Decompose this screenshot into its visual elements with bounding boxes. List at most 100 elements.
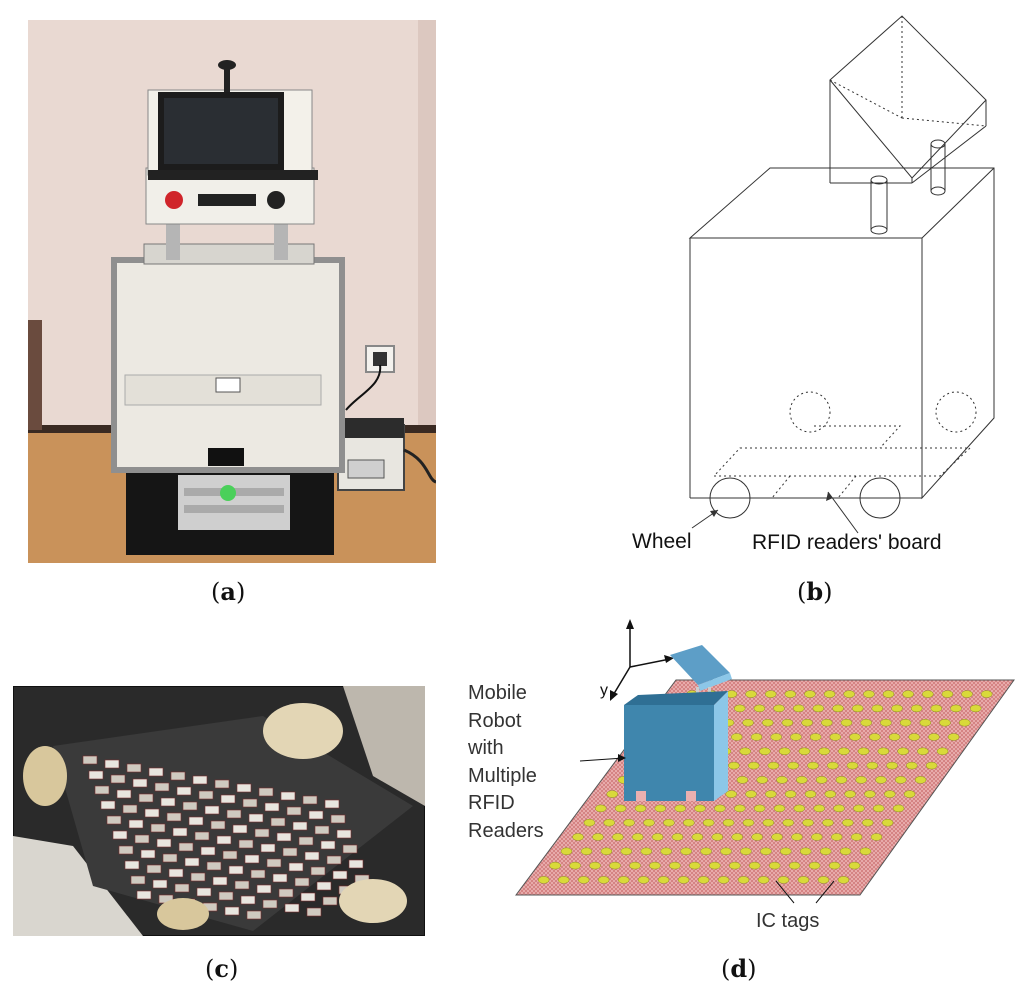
rfid-reader-chip	[330, 814, 346, 824]
ic-tag	[941, 690, 954, 698]
rfid-reader-chip	[236, 783, 252, 793]
ic-tag	[838, 747, 850, 756]
robot-body	[624, 705, 714, 801]
rfid-reader-chip	[174, 883, 190, 893]
ic-tag	[812, 704, 825, 713]
rfid-reader-chip	[160, 797, 176, 807]
rfid-reader-chip	[224, 906, 240, 916]
rfid-reader-chip	[156, 838, 172, 848]
rfid-reader-chip	[332, 870, 348, 880]
ic-tag	[835, 776, 848, 784]
ic-tag	[674, 804, 686, 813]
rfid-reader-chip	[116, 789, 132, 799]
rfid-reader-chip	[258, 787, 274, 797]
ic-tag	[881, 818, 894, 827]
rfid-reader-chip	[128, 819, 144, 829]
ic-tag	[740, 847, 752, 856]
ic-tag	[851, 704, 864, 713]
svg-text:Robot: Robot	[468, 710, 522, 732]
ic-tag	[902, 690, 914, 698]
ic-tag	[569, 861, 581, 870]
ic-tag	[811, 833, 823, 841]
ic-tag	[855, 776, 867, 784]
ic-tag	[734, 804, 746, 813]
ic-tag	[778, 747, 791, 756]
rfid-reader-chip	[172, 827, 188, 837]
ic-tag	[897, 747, 909, 756]
ic-tag	[660, 847, 672, 856]
ic-tag	[717, 876, 730, 884]
ic-tag	[870, 833, 883, 841]
ic-tag	[771, 833, 783, 841]
ic-tag	[925, 761, 938, 770]
rfid-reader-chip	[194, 831, 210, 841]
ic-tag	[620, 847, 633, 856]
ic-tag	[877, 747, 890, 756]
ic-tag	[891, 704, 903, 713]
ic-tag	[888, 733, 901, 741]
ic-tag	[768, 861, 781, 870]
ic-tag	[617, 876, 630, 884]
ic-tag	[757, 876, 770, 884]
ic-tag	[958, 718, 971, 727]
rfid-reader-chip	[302, 795, 318, 805]
ic-tag	[606, 790, 618, 798]
rfid-reader-chip	[190, 872, 206, 882]
rfid-reader-chip	[154, 782, 170, 792]
ic-tag	[767, 761, 780, 770]
ic-tag	[756, 776, 768, 784]
ic-tag	[600, 847, 613, 856]
rfid-reader-chip	[306, 907, 322, 917]
ic-tag	[882, 690, 895, 698]
rfid-reader-chip	[170, 771, 186, 781]
ic-tag	[592, 833, 604, 841]
rfid-reader-chip	[250, 869, 266, 879]
ic-tag	[609, 861, 621, 870]
rfid-reader-chip	[266, 858, 282, 868]
ic-tag	[950, 704, 962, 713]
ic-tag	[773, 704, 785, 713]
ic-tag	[818, 747, 830, 756]
ic-tag	[691, 833, 704, 841]
rfid-reader-chip	[300, 892, 316, 902]
rfid-reader-chip	[278, 888, 294, 898]
rfid-reader-chip	[184, 857, 200, 867]
ic-tag	[807, 761, 819, 770]
robot-schematic: Wheel RFID readers' board	[632, 15, 995, 554]
ic-tag	[980, 690, 993, 698]
ic-tag	[861, 818, 874, 827]
caption-b: (b)	[797, 577, 833, 606]
rfid-reader-chip	[222, 850, 238, 860]
ic-tag	[798, 747, 811, 756]
ic-tag	[589, 861, 601, 870]
panel-b: Wheel RFID readers' board	[600, 8, 1024, 568]
floor-surface	[515, 679, 1015, 896]
rfid-reader-chip	[126, 763, 142, 773]
ic-tag	[788, 861, 801, 870]
rfid-reader-chip	[166, 812, 182, 822]
ic-tag	[634, 804, 647, 813]
rfid-reader-chip	[234, 880, 250, 890]
ic-tag	[969, 704, 982, 713]
ic-tag	[702, 818, 715, 827]
svg-text:Readers: Readers	[468, 820, 544, 842]
ic-tag	[549, 861, 561, 870]
ic-tag	[857, 747, 870, 756]
rfid-reader-chip	[284, 903, 300, 913]
ic-tag	[886, 761, 898, 770]
ic-tag	[742, 818, 755, 827]
rfid-reader-chip	[206, 861, 222, 871]
rfid-reader-chip	[110, 774, 126, 784]
ic-tag	[880, 718, 892, 727]
ic-tag	[919, 718, 932, 727]
rfid-reader-chip	[168, 868, 184, 878]
ic-tag	[830, 833, 843, 841]
rfid-reader-chip	[286, 806, 302, 816]
rfid-reader-chip	[188, 816, 204, 826]
ic-tag	[770, 733, 782, 741]
ic-tag	[612, 833, 624, 841]
ic-tag	[895, 776, 907, 784]
ic-tag	[728, 761, 740, 770]
ic-tag	[801, 718, 813, 727]
ic-tag	[804, 690, 816, 698]
